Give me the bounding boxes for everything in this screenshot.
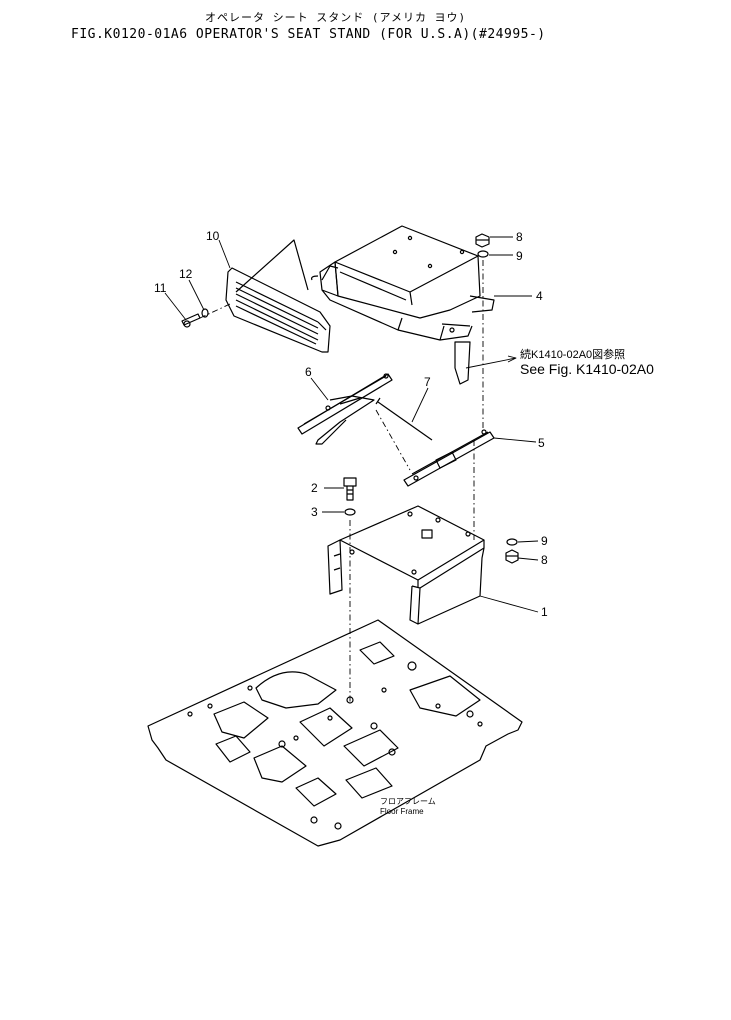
reference-note: See Fig. K1410-02A0 bbox=[520, 361, 654, 377]
part-4-seat-box bbox=[311, 225, 495, 385]
cross-reference-note: 続K1410-02A0図参照 See Fig. K1410-02A0 bbox=[520, 347, 654, 377]
part-2-bolt bbox=[343, 477, 357, 501]
floor-frame bbox=[147, 619, 523, 847]
callout-8-lower: 8 bbox=[541, 553, 548, 567]
part-5-slide-rail bbox=[403, 429, 495, 487]
part-3-washer bbox=[344, 508, 356, 516]
part-8-nut-lower bbox=[505, 549, 519, 564]
part-9-washer-lower bbox=[506, 538, 518, 546]
callout-3: 3 bbox=[311, 505, 318, 519]
part-6-slide-rail bbox=[297, 373, 393, 445]
part-11-bolt bbox=[181, 313, 201, 328]
callout-11: 11 bbox=[154, 281, 167, 295]
assembly-centerlines bbox=[199, 260, 484, 704]
callout-10: 10 bbox=[206, 229, 220, 243]
callout-4: 4 bbox=[536, 289, 543, 303]
leader-lines bbox=[164, 236, 539, 613]
part-1-stand bbox=[327, 505, 485, 625]
callout-9-lower: 9 bbox=[541, 534, 548, 548]
callout-8-upper: 8 bbox=[516, 230, 523, 244]
figure-title: FIG.K0120-01A6 OPERATOR'S SEAT STAND (FO… bbox=[71, 27, 546, 42]
callout-6: 6 bbox=[305, 365, 312, 379]
figure-title-japanese: オペレータ シート スタンド (アメリカ ヨウ) bbox=[205, 11, 467, 24]
part-12-washer bbox=[201, 308, 209, 318]
floor-frame-label-english: Floor Frame bbox=[380, 807, 424, 816]
part-10-cover bbox=[225, 239, 331, 353]
callout-9-upper: 9 bbox=[516, 249, 523, 263]
part-8-nut-upper bbox=[475, 233, 490, 248]
reference-note-japanese: 続K1410-02A0図参照 bbox=[520, 347, 625, 361]
floor-frame-label: フロアフレーム Floor Frame bbox=[380, 797, 436, 816]
part-7-spring bbox=[375, 397, 433, 441]
callout-5: 5 bbox=[538, 436, 545, 450]
floor-frame-label-japanese: フロアフレーム bbox=[380, 797, 436, 806]
callout-7: 7 bbox=[424, 375, 431, 389]
callout-1: 1 bbox=[541, 605, 548, 619]
callout-12: 12 bbox=[179, 267, 193, 281]
callout-2: 2 bbox=[311, 481, 318, 495]
part-9-washer-upper bbox=[477, 250, 489, 258]
callout-labels: 10 12 11 8 9 4 6 7 5 2 3 9 8 1 bbox=[154, 229, 548, 619]
